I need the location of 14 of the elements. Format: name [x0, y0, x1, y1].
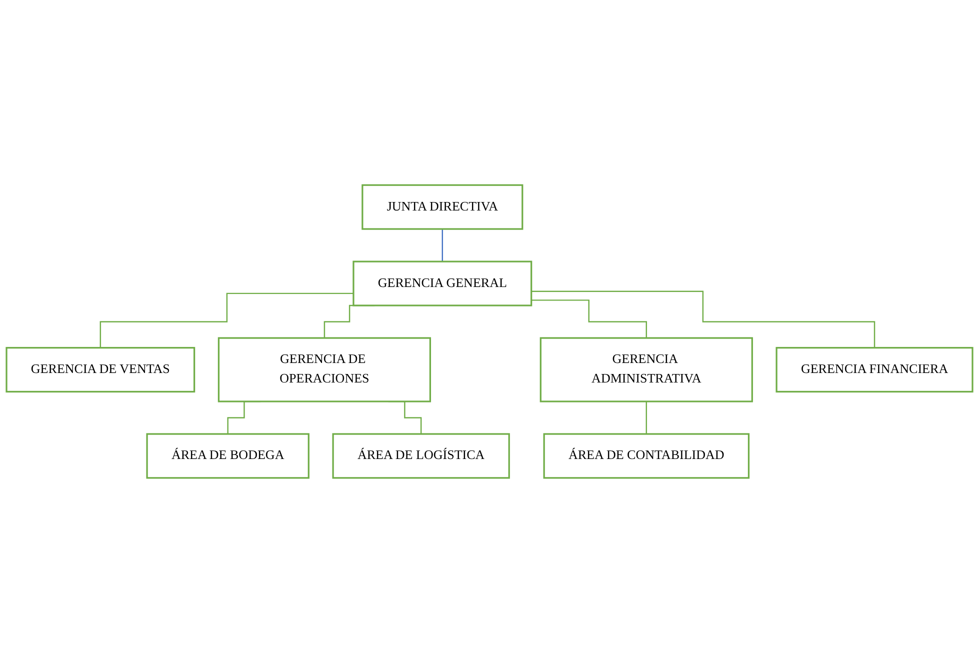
node-box: JUNTA DIRECTIVA [362, 184, 524, 230]
connector [646, 400, 647, 435]
node-box: GERENCIA FINANCIERA [776, 346, 974, 392]
node-box: ÁREA DE LOGÍSTICA [332, 433, 510, 479]
connector [100, 292, 354, 348]
node-box: ÁREA DE CONTABILIDAD [543, 433, 750, 479]
node-box: ÁREA DE BODEGA [146, 433, 310, 479]
node-box: GERENCIA DE VENTAS [6, 346, 196, 392]
connector [531, 300, 647, 339]
connector [442, 228, 443, 262]
node-box: GERENCIA GENERAL [352, 260, 532, 306]
connector [531, 290, 876, 348]
node-box: GERENCIA DE OPERACIONES [218, 337, 432, 402]
node-box: GERENCIA ADMINISTRATIVA [540, 337, 753, 402]
